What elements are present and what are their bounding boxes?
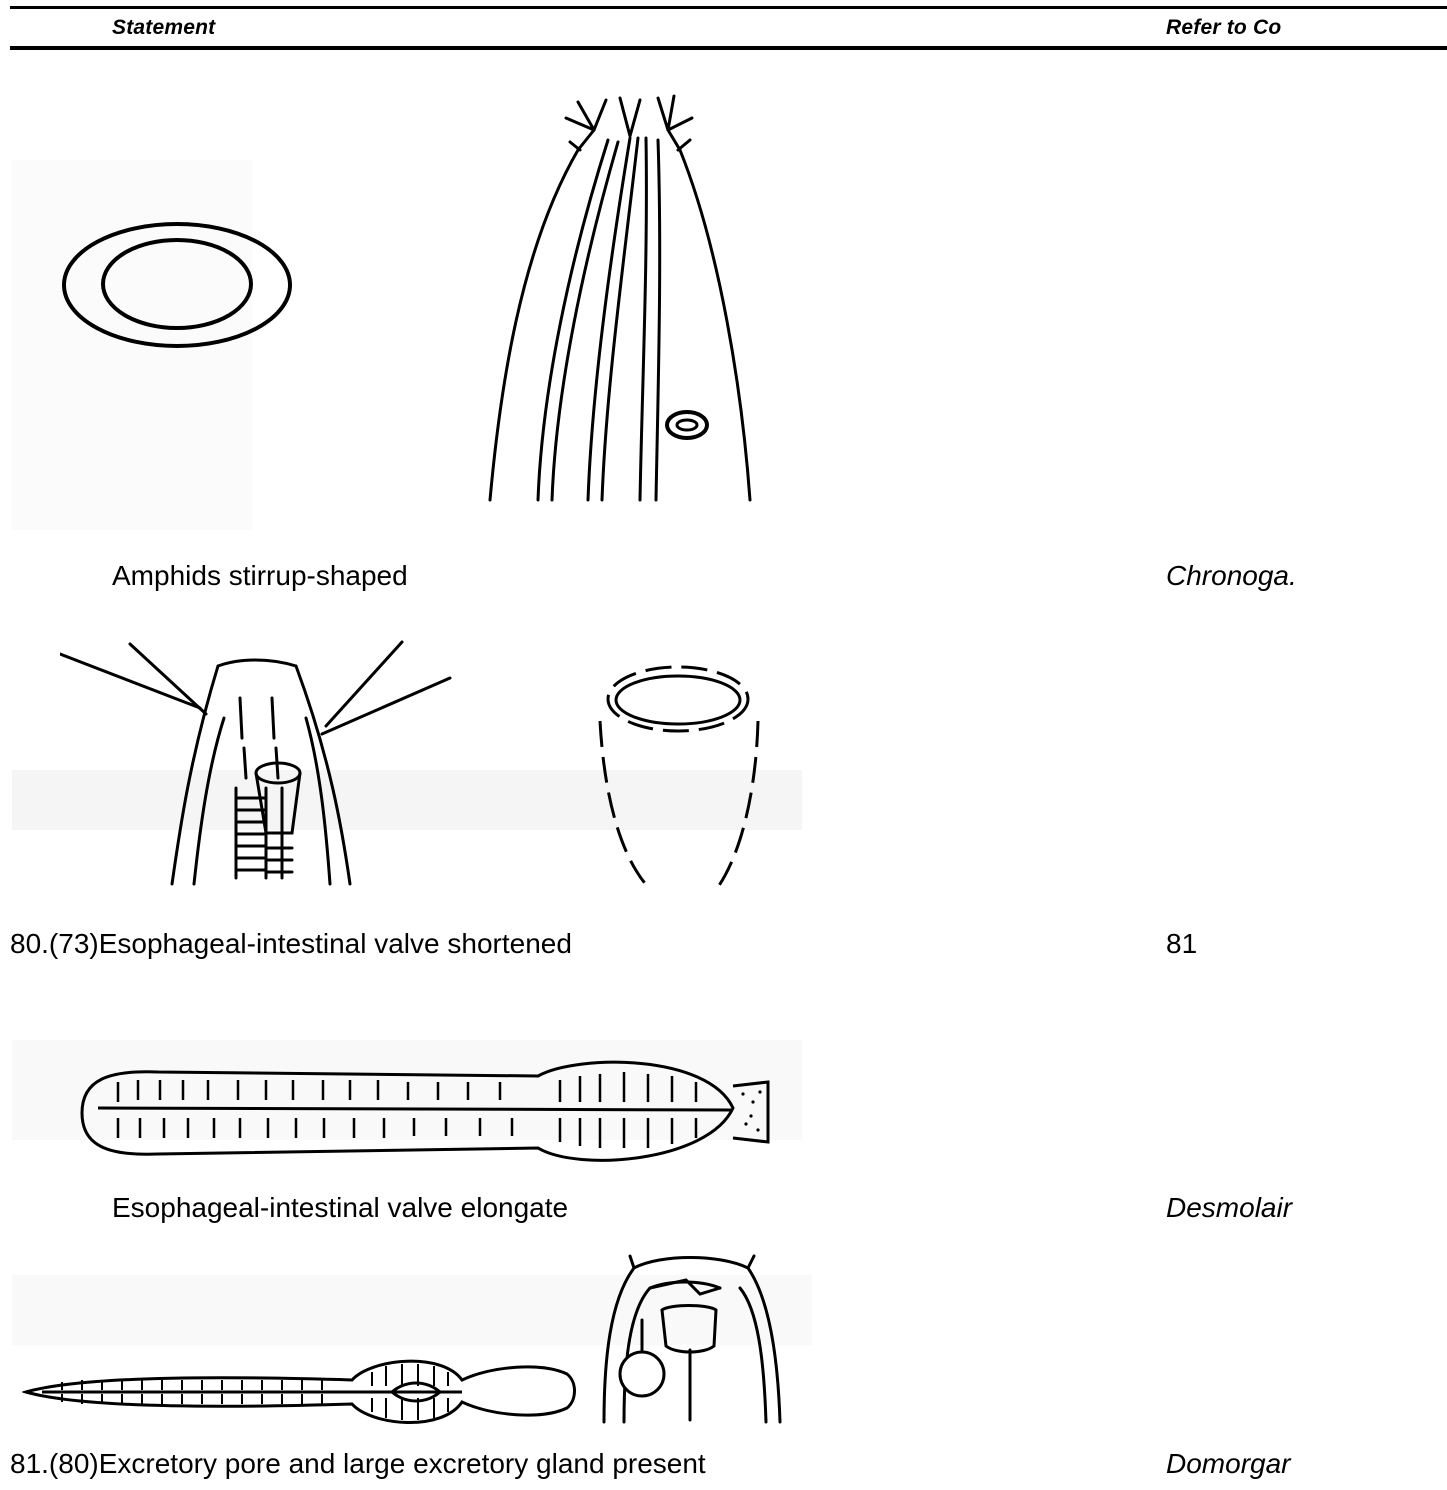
esophagus-figure <box>68 1058 773 1168</box>
amphid-ellipse-figure <box>60 215 300 355</box>
couplet-statement: Amphids stirrup-shaped <box>112 560 408 592</box>
header-statement: Statement <box>112 16 215 40</box>
couplet-reference: Desmolair <box>1166 1192 1310 1224</box>
couplet-statement: 81.(80)Excretory pore and large excretor… <box>10 1448 706 1480</box>
cup-figure <box>590 655 770 890</box>
header-top-rule <box>10 6 1447 9</box>
couplet-statement: Esophageal-intestinal valve elongate <box>112 1192 568 1224</box>
esophagus-bulb-figure <box>22 1350 577 1440</box>
nematode-head-figure <box>480 90 770 505</box>
couplet-reference: Domorgar <box>1166 1448 1310 1480</box>
header-refer-to: Refer to Co <box>1166 16 1310 40</box>
couplet-reference: 81 <box>1166 928 1197 960</box>
buccal-head-figure <box>60 638 455 886</box>
header-bottom-rule <box>10 46 1447 50</box>
couplet-statement: 80.(73)Esophageal-intestinal valve short… <box>10 928 572 960</box>
couplet-reference: Chronoga. <box>1166 560 1310 592</box>
excretory-head-figure <box>590 1250 790 1425</box>
